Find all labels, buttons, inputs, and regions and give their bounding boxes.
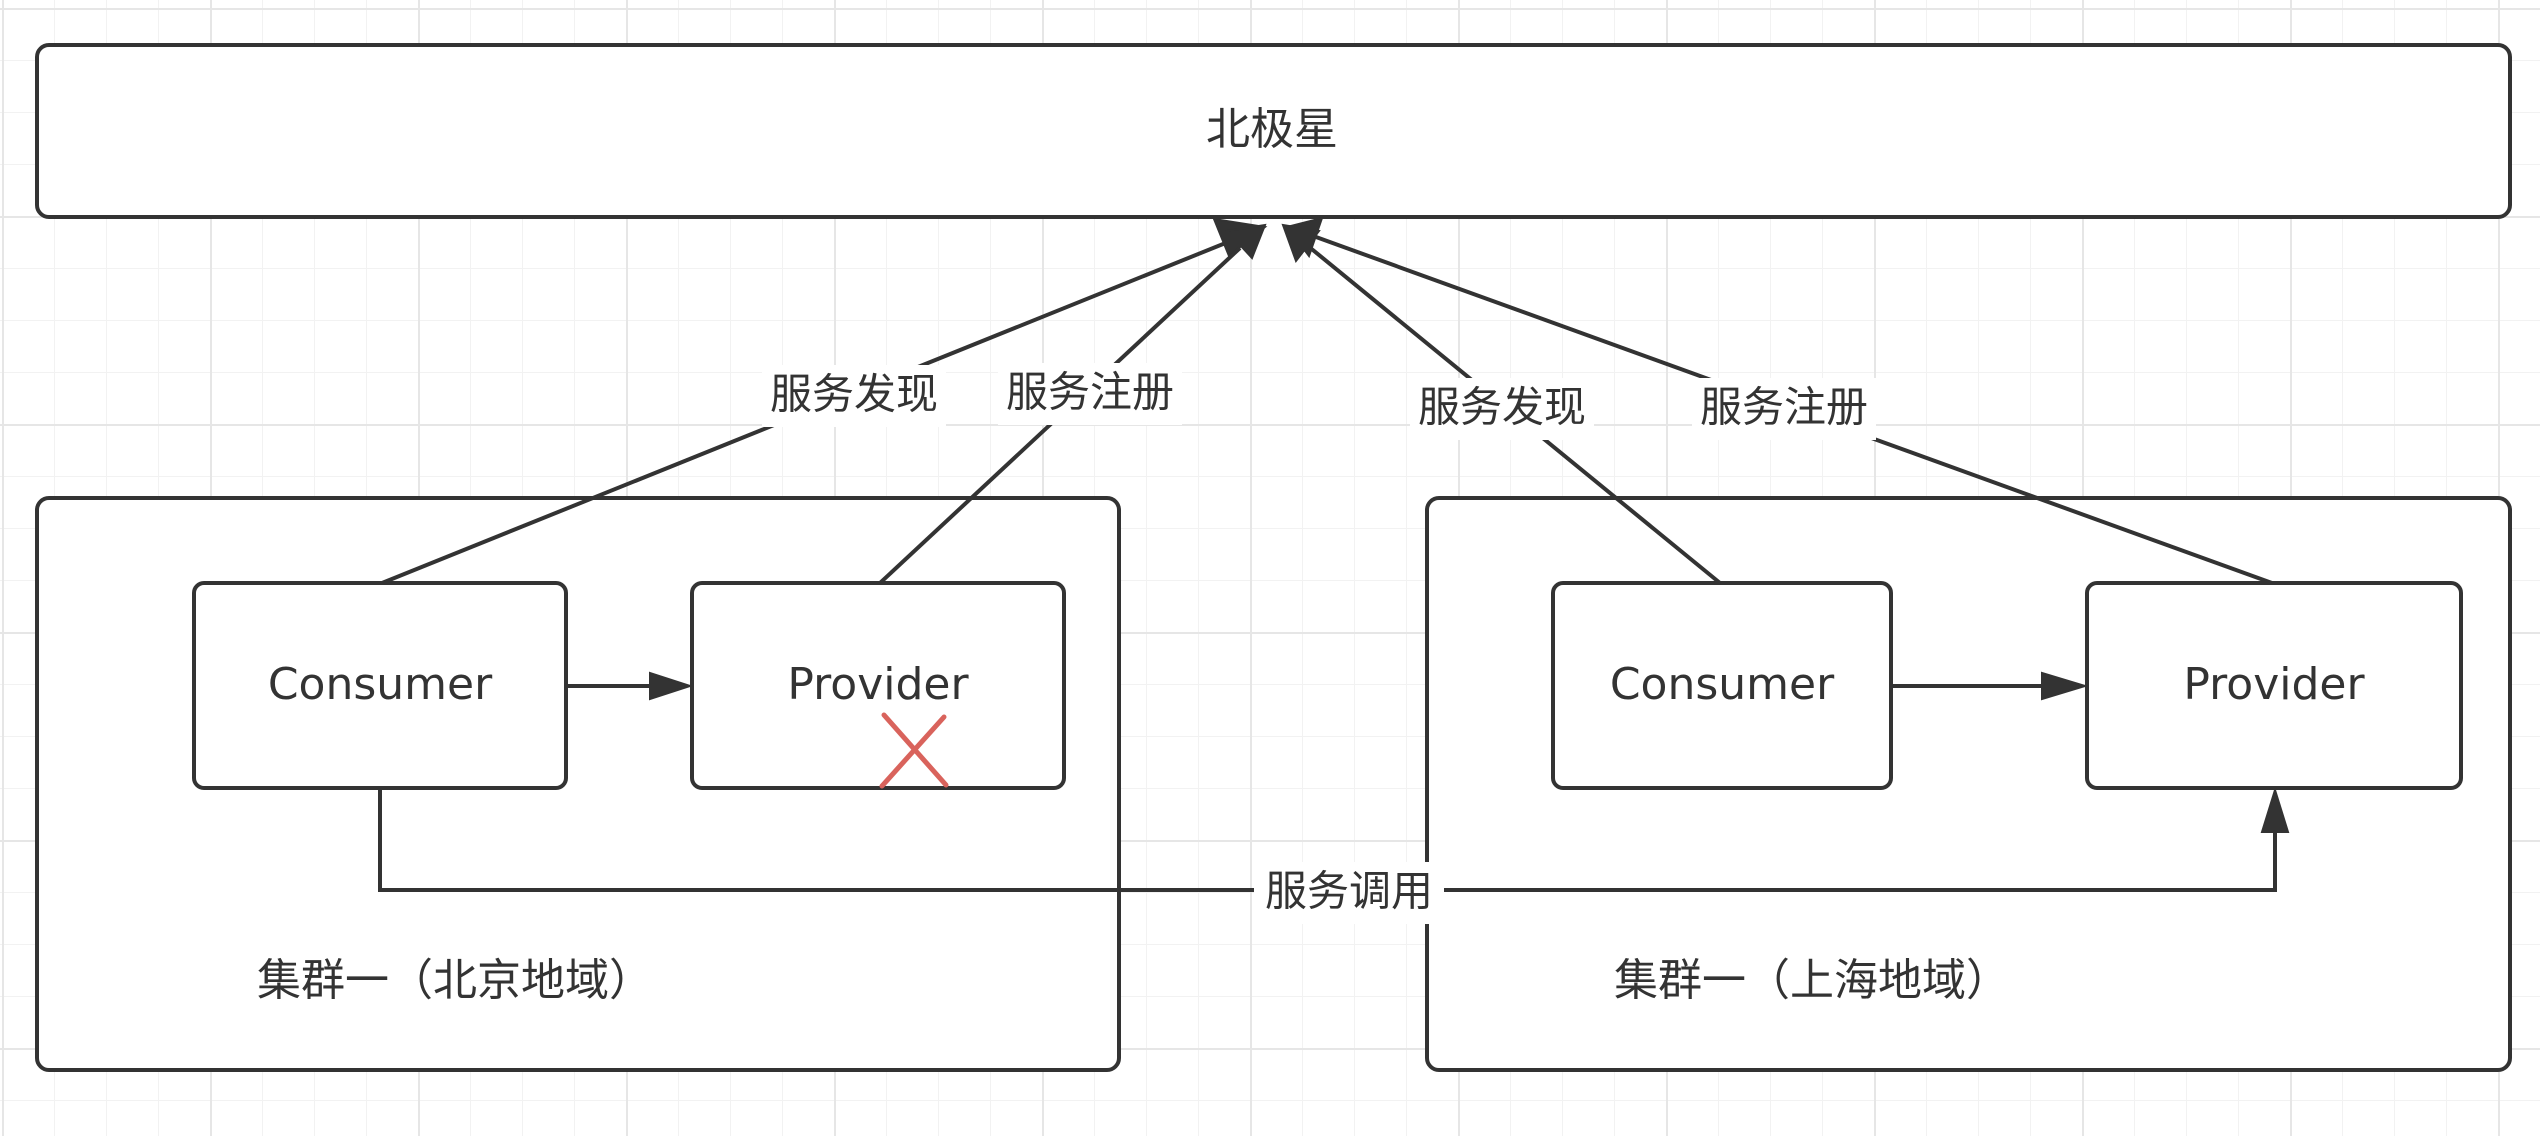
- sh-consumer-label: Consumer: [1610, 659, 1835, 710]
- polaris-label: 北极星: [1206, 104, 1338, 155]
- provider-failed-cross-icon: [879, 712, 949, 789]
- bj-provider-node[interactable]: [690, 581, 1066, 790]
- sh-provider-label: Provider: [2183, 659, 2365, 710]
- cross-region-call-label: 服务调用: [1265, 867, 1433, 916]
- bj-registration-arrowhead: [1224, 223, 1267, 260]
- bj-consumer-node[interactable]: [192, 581, 568, 790]
- bj-consumer-label: Consumer: [268, 659, 493, 710]
- sh-registration-label: 服务注册: [1700, 383, 1868, 432]
- sh-discovery-label-bg: [1410, 378, 1594, 440]
- sh-consumer-to-provider-arrowhead: [2041, 671, 2089, 701]
- polaris-node[interactable]: [35, 43, 2512, 219]
- bj-consumer-to-provider-arrowhead: [649, 671, 694, 701]
- bj-provider-label: Provider: [787, 659, 969, 710]
- sh-consumer-node[interactable]: [1551, 581, 1893, 790]
- sh-registration-arrowhead: [1285, 216, 1324, 259]
- sh-registration-label-bg: [1692, 378, 1876, 440]
- beijing-cluster-label: 集群一（北京地域）: [257, 955, 653, 1006]
- shanghai-cluster-label: 集群一（上海地域）: [1614, 955, 2010, 1006]
- cross-region-call-arrowhead: [2260, 786, 2290, 833]
- bj-discovery-label: 服务发现: [770, 370, 938, 419]
- bj-registration-label-bg: [998, 363, 1182, 425]
- bj-registration-label: 服务注册: [1006, 368, 1174, 417]
- bj-discovery-label-bg: [762, 365, 946, 427]
- sh-discovery-label: 服务发现: [1418, 383, 1586, 432]
- cross-region-call-label-bg: [1254, 862, 1444, 924]
- sh-provider-node[interactable]: [2085, 581, 2463, 790]
